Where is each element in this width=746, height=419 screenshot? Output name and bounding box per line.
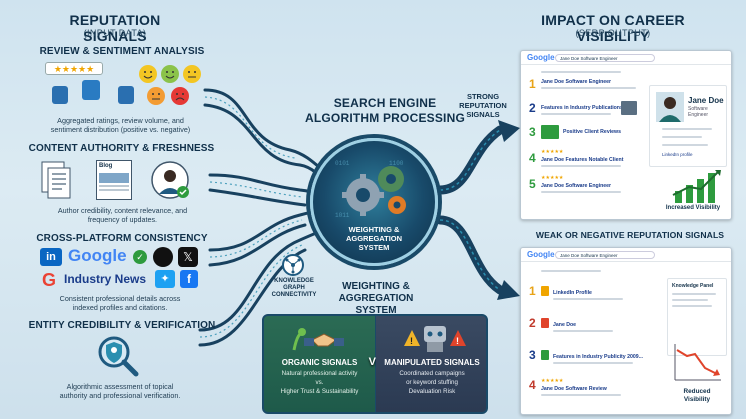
result-row[interactable]: 1 Jane Doe Software Engineer (521, 73, 646, 95)
panel-name: Jane Doe (688, 96, 724, 105)
serp-results-top: 1 Jane Doe Software Engineer 2 Features … (521, 73, 646, 218)
reduced-visibility-label: Reduced Visibility (683, 388, 711, 403)
increased-visibility-label: Increased Visibility (665, 205, 721, 211)
thumbs-up-icon (52, 86, 68, 104)
section-entity-desc: Algorithmic assessment of topical author… (59, 382, 181, 401)
github-icon (153, 247, 173, 267)
panel-title: Knowledge Panel (672, 283, 714, 289)
section-entity-title: ENTITY CREDIBILITY & VERIFICATION (28, 320, 216, 331)
right-title: IMPACT ON CAREER VISIBILITY (541, 12, 685, 44)
svg-text:0101: 0101 (335, 160, 350, 167)
weak-signals-label: WEAK OR NEGATIVE REPUTATION SIGNALS (535, 230, 725, 240)
profile-photo-icon (656, 92, 684, 122)
strong-signals-label: STRONG REPUTATION SIGNALS (459, 92, 507, 119)
robot-warning-icon: ! ! (404, 326, 466, 352)
check-icon: ✓ (133, 250, 147, 264)
section-crossplatform-desc: Consistent professional details across i… (59, 294, 181, 313)
section-review-desc: Aggregated ratings, review volume, and s… (50, 116, 191, 135)
result-badge (541, 125, 559, 139)
result-row[interactable]: 3 Positive Client Reviews (529, 125, 621, 139)
serp-results-bottom: 1 LinkedIn Profile 2 Jane Doe 3 Features… (521, 278, 651, 413)
knowledge-graph-label: KNOWLEDGE GRAPH CONNECTIVITY (271, 278, 317, 298)
panel-link[interactable]: LinkedIn profile (662, 152, 693, 157)
verification-magnifier-icon (98, 336, 139, 377)
x-icon: 𝕏 (178, 247, 198, 267)
result-row[interactable]: 4 ★★★★★ Jane Doe Features Notable Client (529, 149, 624, 167)
section-content-desc: Author credibility, content relevance, a… (57, 206, 188, 225)
star-rating-icon: ★★★★★ (45, 62, 103, 75)
industry-news-label: Industry News (64, 272, 147, 286)
serp-strong: Google Jane Doe Software Engineer 1 Jane… (520, 50, 732, 220)
gears-icon: 0101 1100 1011 (335, 160, 406, 219)
serp-header: Google Jane Doe Software Engineer (521, 51, 731, 65)
result-row[interactable]: 4 ★★★★★ Jane Doe Software Review (521, 378, 651, 400)
right-subtitle: (SERP OUTPUT) (575, 28, 651, 38)
left-subtitle: (INPUT DATA) (83, 28, 147, 38)
thumbs-up-icon (82, 80, 100, 100)
serp-weak: Google Jane Doe Software Engineer 1 Link… (520, 247, 732, 415)
svg-text:1100: 1100 (389, 160, 404, 167)
knowledge-graph-icon (282, 254, 304, 276)
serp-header: Google Jane Doe Software Engineer (521, 248, 731, 262)
center-title: SEARCH ENGINE ALGORITHM PROCESSING (304, 96, 465, 125)
svg-text:1011: 1011 (335, 212, 350, 219)
result-row[interactable]: 2 Features in Industry Publications (521, 99, 646, 121)
manipulated-title: MANIPULATED SIGNALS (384, 358, 480, 367)
section-content-title: CONTENT AUTHORITY & FRESHNESS (28, 143, 215, 154)
twitter-icon: ✦ (155, 270, 175, 288)
algorithm-core: 0101 1100 1011 WEIGHTING & AGGREGATION SYS… (310, 138, 438, 266)
result-row[interactable]: 2 Jane Doe (521, 316, 651, 338)
section-crossplatform-title: CROSS-PLATFORM CONSISTENCY (36, 233, 208, 244)
sentiment-faces-icon (139, 65, 201, 105)
weighting-label: WEIGHTING & AGGREGATION SYSTEM (338, 281, 414, 316)
svg-text:!: ! (410, 336, 413, 346)
blog-card: Blog (96, 160, 132, 200)
signals-comparison-panel: ORGANIC SIGNALS Natural professional act… (262, 314, 488, 414)
result-badge (541, 350, 549, 360)
facebook-icon: f (180, 270, 198, 288)
svg-text:!: ! (456, 336, 459, 346)
result-row[interactable]: 1 LinkedIn Profile (521, 284, 651, 306)
result-badge (541, 318, 549, 328)
handshake-icon (292, 328, 344, 351)
organic-desc: Natural professional activity vs. Higher… (280, 370, 359, 395)
organic-panel: ORGANIC SIGNALS Natural professional act… (264, 316, 375, 412)
google-wordmark: Google (68, 246, 127, 265)
manipulated-panel: ! ! MANIPULATED SIGNALS Coordinated camp… (376, 316, 486, 412)
linkedin-icon: in (40, 248, 62, 266)
section-review-title: REVIEW & SENTIMENT ANALYSIS (39, 46, 205, 57)
manipulated-desc: Coordinated campaigns or keyword stuffin… (399, 370, 465, 395)
core-label: WEIGHTING & AGGREGATION SYSTEM (345, 225, 403, 252)
result-row[interactable]: 5 ★★★★★ Jane Doe Software Engineer (521, 175, 646, 197)
thumbs-up-icon (118, 86, 134, 104)
reduced-chart-icon (674, 344, 721, 381)
organic-title: ORGANIC SIGNALS (281, 358, 358, 367)
google-g-icon: G (42, 270, 57, 290)
result-row[interactable]: 3 Features in Industry Publicity 2009... (529, 348, 643, 364)
documents-icon (41, 161, 71, 199)
blog-label: Blog (99, 163, 113, 169)
result-badge (541, 286, 549, 296)
author-avatar-icon (151, 161, 189, 199)
knowledge-panel: Jane Doe Software Engineer LinkedIn prof… (649, 85, 727, 167)
serp-search-input[interactable]: Jane Doe Software Engineer (555, 251, 655, 259)
increased-chart-icon (672, 170, 721, 203)
serp-search-input[interactable]: Jane Doe Software Engineer (555, 54, 655, 62)
google-logo: Google (527, 250, 555, 259)
left-title: REPUTATION SIGNALS (69, 12, 161, 44)
panel-role: Software Engineer (688, 106, 709, 118)
google-logo: Google (527, 53, 555, 62)
